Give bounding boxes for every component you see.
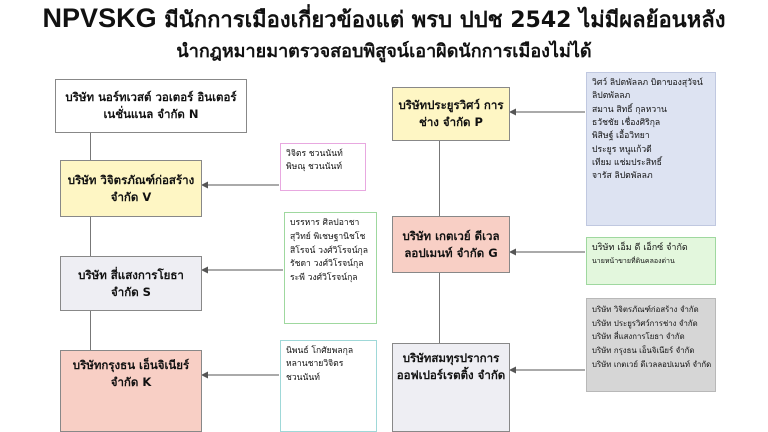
- note-p-people: วิศว์ ลิปตพัลลภ บิดาของสุวัจน์ ลิปตพัลลภ…: [586, 72, 716, 226]
- company-k-box: บริษัทกรุงธน เอ็นจิเนียร์ จำกัด K: [60, 350, 202, 432]
- note-k-people: นิพนธ์ โกศัยพลกุล หลานชายวิจิตร ชวนนันท์: [280, 340, 377, 432]
- company-k-name-2: จำกัด K: [110, 374, 152, 389]
- note-s-people: บรรหาร ศิลปอาชา สุวิทย์ พิเชษฐานิชโช สิโ…: [284, 212, 377, 324]
- title-line-2: นำกฎหมายมาตรวจสอบพิสูจน์เอาผิดนักการเมือ…: [176, 41, 592, 62]
- related-company: บริษัท เอ็ม ดี เอ็กซ์ จำกัด: [592, 243, 688, 253]
- member-company: บริษัท วิจิตรภัณฑ์ก่อสร้าง จำกัด: [592, 305, 699, 314]
- company-n-name-2: เนชั่นแนล จำกัด N: [103, 107, 199, 121]
- member-company: บริษัท สี่แสงการโยธา จำกัด: [592, 332, 685, 342]
- company-v-name-1: บริษัท วิจิตรภัณฑ์ก่อสร้าง: [67, 172, 195, 187]
- person-name: พิสิษฐ์ เอื้อวิทยา: [592, 131, 650, 142]
- member-company: บริษัท เกตเวย์ ดีเวลลอปเมนท์ จำกัด: [592, 359, 712, 369]
- company-o-name-2: ออฟเปอร์เรตติ้ง จำกัด: [396, 367, 506, 382]
- company-s-name-2: จำกัด S: [111, 284, 151, 299]
- person-name: จารัส ลิปตพัลลภ: [592, 171, 653, 182]
- person-name: วิศว์ ลิปตพัลลภ บิดาของสุวัจน์: [592, 78, 703, 88]
- title-acronym: NPVSKG: [42, 3, 157, 33]
- person-name: หลานชายวิจิตร: [286, 359, 344, 370]
- company-v-name-2: จำกัด V: [110, 189, 152, 204]
- person-name: สุวิทย์ พิเชษฐานิชโช: [290, 231, 366, 242]
- person-name: รัชดา วงศ์วิโรจน์กุล: [290, 259, 364, 270]
- company-o-name-1: บริษัทสมทุรปราการ: [402, 351, 500, 365]
- title-line-1-text: มีนักการเมืองเกี่ยวข้องแต่ พรบ ปปช 2542 …: [164, 8, 726, 33]
- note-v-people: วิจิตร ชวนนันท์ พิษณุ ชวนนันท์: [280, 143, 366, 191]
- person-name: บรรหาร ศิลปอาชา: [290, 218, 360, 228]
- company-v-box: บริษัท วิจิตรภัณฑ์ก่อสร้าง จำกัด V: [60, 160, 202, 217]
- company-p-name-2: ช่าง จำกัด P: [419, 115, 483, 129]
- title-line-1: NPVSKG มีนักการเมืองเกี่ยวข้องแต่ พรบ ปป…: [0, 2, 768, 37]
- company-n-name-1: บริษัท นอร์ทเวสต์ วอเตอร์ อินเตอร์: [65, 90, 237, 105]
- member-company: บริษัท กรุงธน เอ็นจิเนียร์ จำกัด: [592, 345, 695, 355]
- company-p-box: บริษัทประยูรวิศว์ การ ช่าง จำกัด P: [392, 87, 510, 141]
- company-g-name-1: บริษัท เกตเวย์ ดีเวล: [402, 228, 500, 243]
- person-name: ระพี วงศ์วิโรจน์กุล: [290, 273, 358, 283]
- company-n-box: บริษัท นอร์ทเวสต์ วอเตอร์ อินเตอร์ เนชั่…: [55, 79, 247, 133]
- company-k-name-1: บริษัทกรุงธน เอ็นจิเนียร์: [72, 358, 190, 372]
- person-name: ลิปตพัลลภ: [592, 91, 631, 102]
- member-company: บริษัท ประยูรวิศว์การช่าง จำกัด: [592, 318, 698, 328]
- company-s-box: บริษัท สี่แสงการโยธา จำกัด S: [60, 256, 202, 311]
- note-o-members: บริษัท วิจิตรภัณฑ์ก่อสร้าง จำกัด บริษัท …: [586, 298, 716, 392]
- person-name: สิโรจน์ วงศ์วิโรจน์กุล: [290, 245, 369, 256]
- person-name: ชวนนันท์: [286, 372, 320, 383]
- person-name: วิจิตร ชวนนันท์: [286, 149, 343, 159]
- company-p-name-1: บริษัทประยูรวิศว์ การ: [398, 98, 504, 113]
- right-spine-line: [439, 118, 440, 432]
- company-g-box: บริษัท เกตเวย์ ดีเวล ลอปเมนท์ จำกัด G: [392, 216, 510, 273]
- person-name: เทียม แช่มประสิทธิ์: [592, 157, 662, 168]
- related-note: นายหน้าขายที่ดินคลองด่าน: [592, 256, 675, 265]
- person-name: พิษณุ ชวนนันท์: [286, 161, 342, 172]
- company-g-name-2: ลอปเมนท์ จำกัด G: [404, 245, 498, 260]
- person-name: นิพนธ์ โกศัยพลกุล: [286, 346, 354, 356]
- person-name: ธวัชชัย เชื่องศิริกุล: [592, 117, 661, 128]
- person-name: สมาน สิทธิ์ กุลหวาน: [592, 104, 667, 115]
- note-g-related: บริษัท เอ็ม ดี เอ็กซ์ จำกัด นายหน้าขายที…: [586, 237, 716, 285]
- company-s-name-1: บริษัท สี่แสงการโยธา: [78, 267, 184, 282]
- person-name: ประยูร หนูแก้วดี: [592, 144, 652, 155]
- company-o-box: บริษัทสมทุรปราการ ออฟเปอร์เรตติ้ง จำกัด: [392, 343, 510, 432]
